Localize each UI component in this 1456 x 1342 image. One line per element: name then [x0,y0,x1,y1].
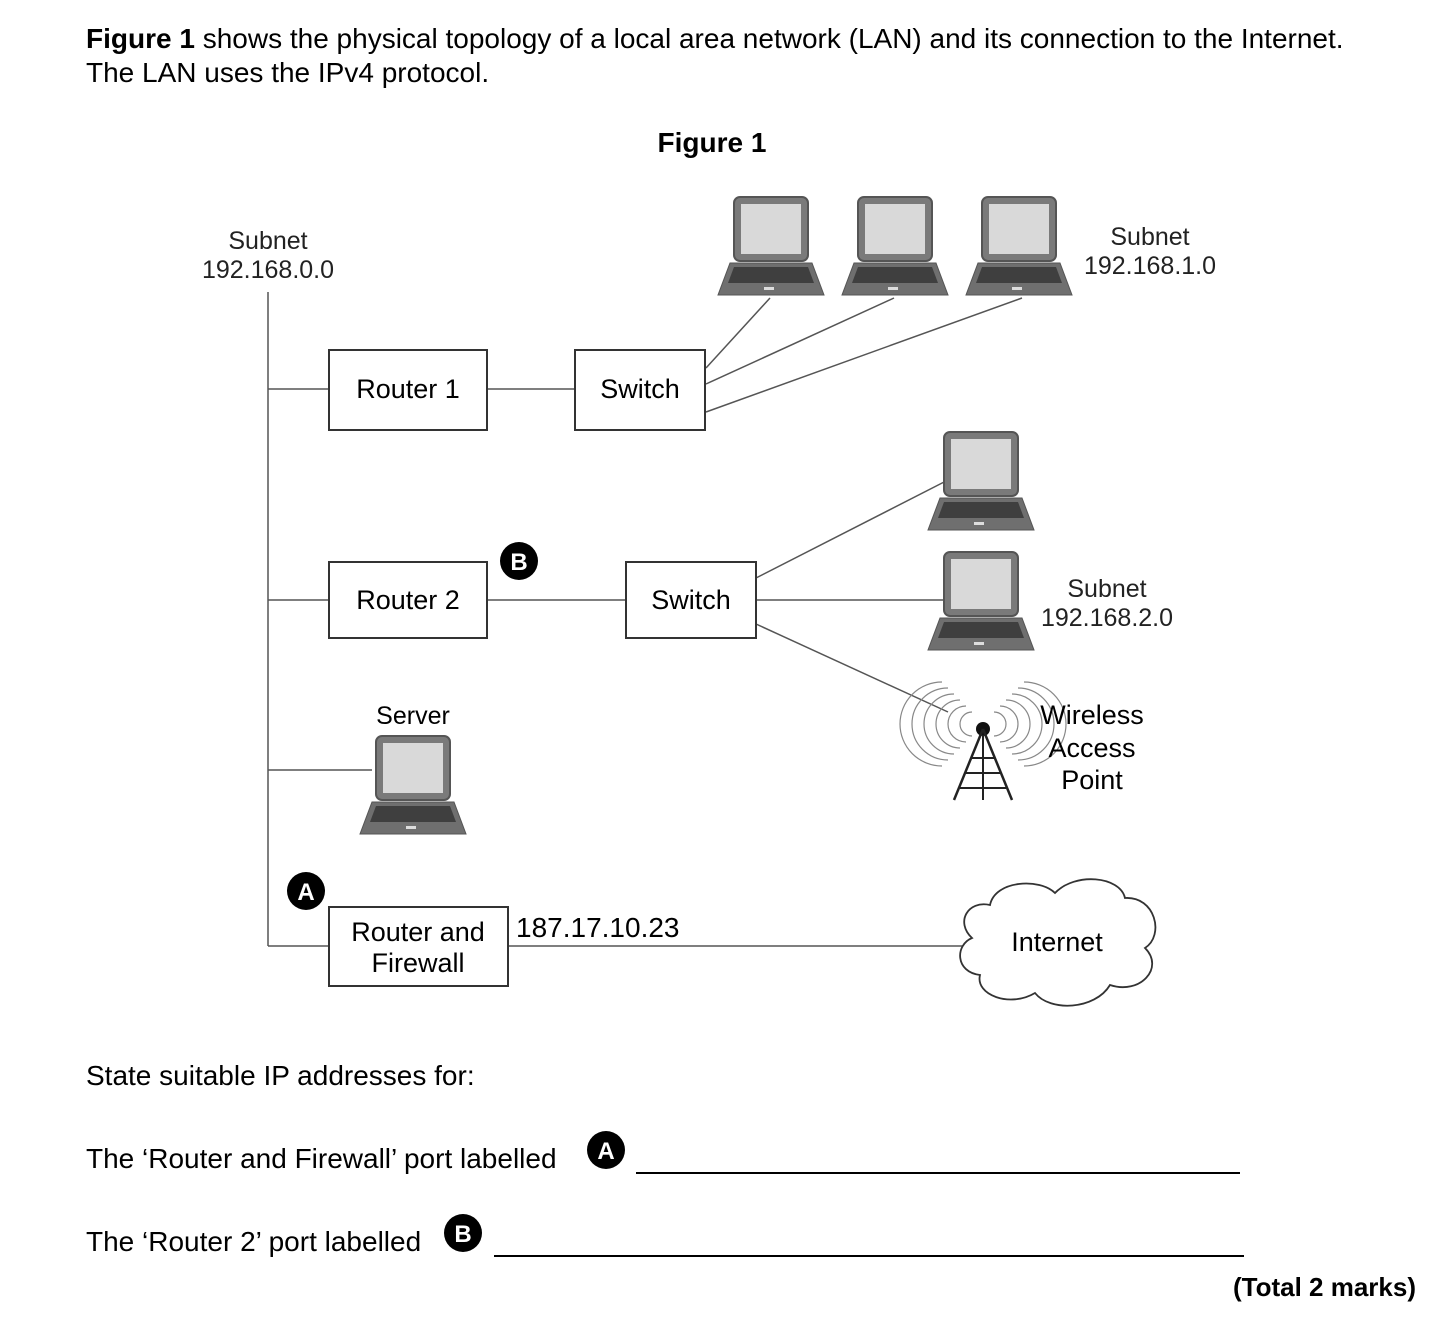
subnet-left-address: 192.168.0.0 [202,256,334,284]
switch-1-label: Switch [600,374,680,404]
server-icon [359,735,467,835]
badge-a-label: A [297,879,314,906]
router-firewall-label-line1: Router and [351,917,485,947]
server-label: Server [376,702,450,730]
question-prompt: State suitable IP addresses for: [86,1060,475,1091]
subnet-left-label: Subnet [228,227,307,255]
figure-title: Figure 1 [658,127,767,158]
external-ip-label: 187.17.10.23 [516,912,680,943]
intro-body: shows the physical topology of a local a… [86,23,1344,88]
router-1-box [328,349,488,431]
wireless-tower-icon [899,681,1067,801]
subnet-1-address: 192.168.1.0 [1084,252,1216,280]
subnet-2-label: Subnet [1067,575,1146,603]
question-badge-a-label: A [597,1138,614,1165]
question-b-text: The ‘Router 2’ port labelled [86,1226,422,1257]
intro-text: Figure 1 shows the physical topology of … [86,22,1386,90]
wap-label-line1: Wireless [1040,700,1144,730]
laptop-icon [927,431,1035,531]
router-2-label: Router 2 [356,585,460,615]
total-marks: (Total 2 marks) [1232,1272,1416,1302]
internet-label: Internet [1011,927,1103,957]
switch-1-box [574,349,706,431]
badge-b: B [500,542,538,580]
wap-label-line3: Point [1061,765,1123,795]
router-firewall-label-line2: Firewall [371,948,464,978]
question-badge-b-label: B [454,1221,471,1248]
answer-line-b[interactable] [494,1255,1244,1257]
badge-a: A [287,872,325,910]
wap-label-line2: Access [1048,733,1135,763]
subnet-2-address: 192.168.2.0 [1041,604,1173,632]
switch-2-label: Switch [651,585,731,615]
router-2-box [328,561,488,639]
answer-line-a[interactable] [636,1172,1240,1174]
laptop-icon [965,196,1073,296]
intro-bold: Figure 1 [86,23,195,54]
laptop-icon [841,196,949,296]
question-a-text: The ‘Router and Firewall’ port labelled [86,1143,557,1174]
laptop-icon [927,551,1035,651]
question-badge-a: A [587,1131,625,1169]
laptop-icon [717,196,825,296]
router-1-label: Router 1 [356,374,460,404]
router-firewall-box [328,906,509,987]
question-badge-b: B [444,1214,482,1252]
subnet-1-label: Subnet [1110,223,1189,251]
connection-lines [267,292,1023,947]
internet-cloud-icon [959,878,1157,1007]
badge-b-label: B [510,549,527,576]
switch-2-box [625,561,757,639]
